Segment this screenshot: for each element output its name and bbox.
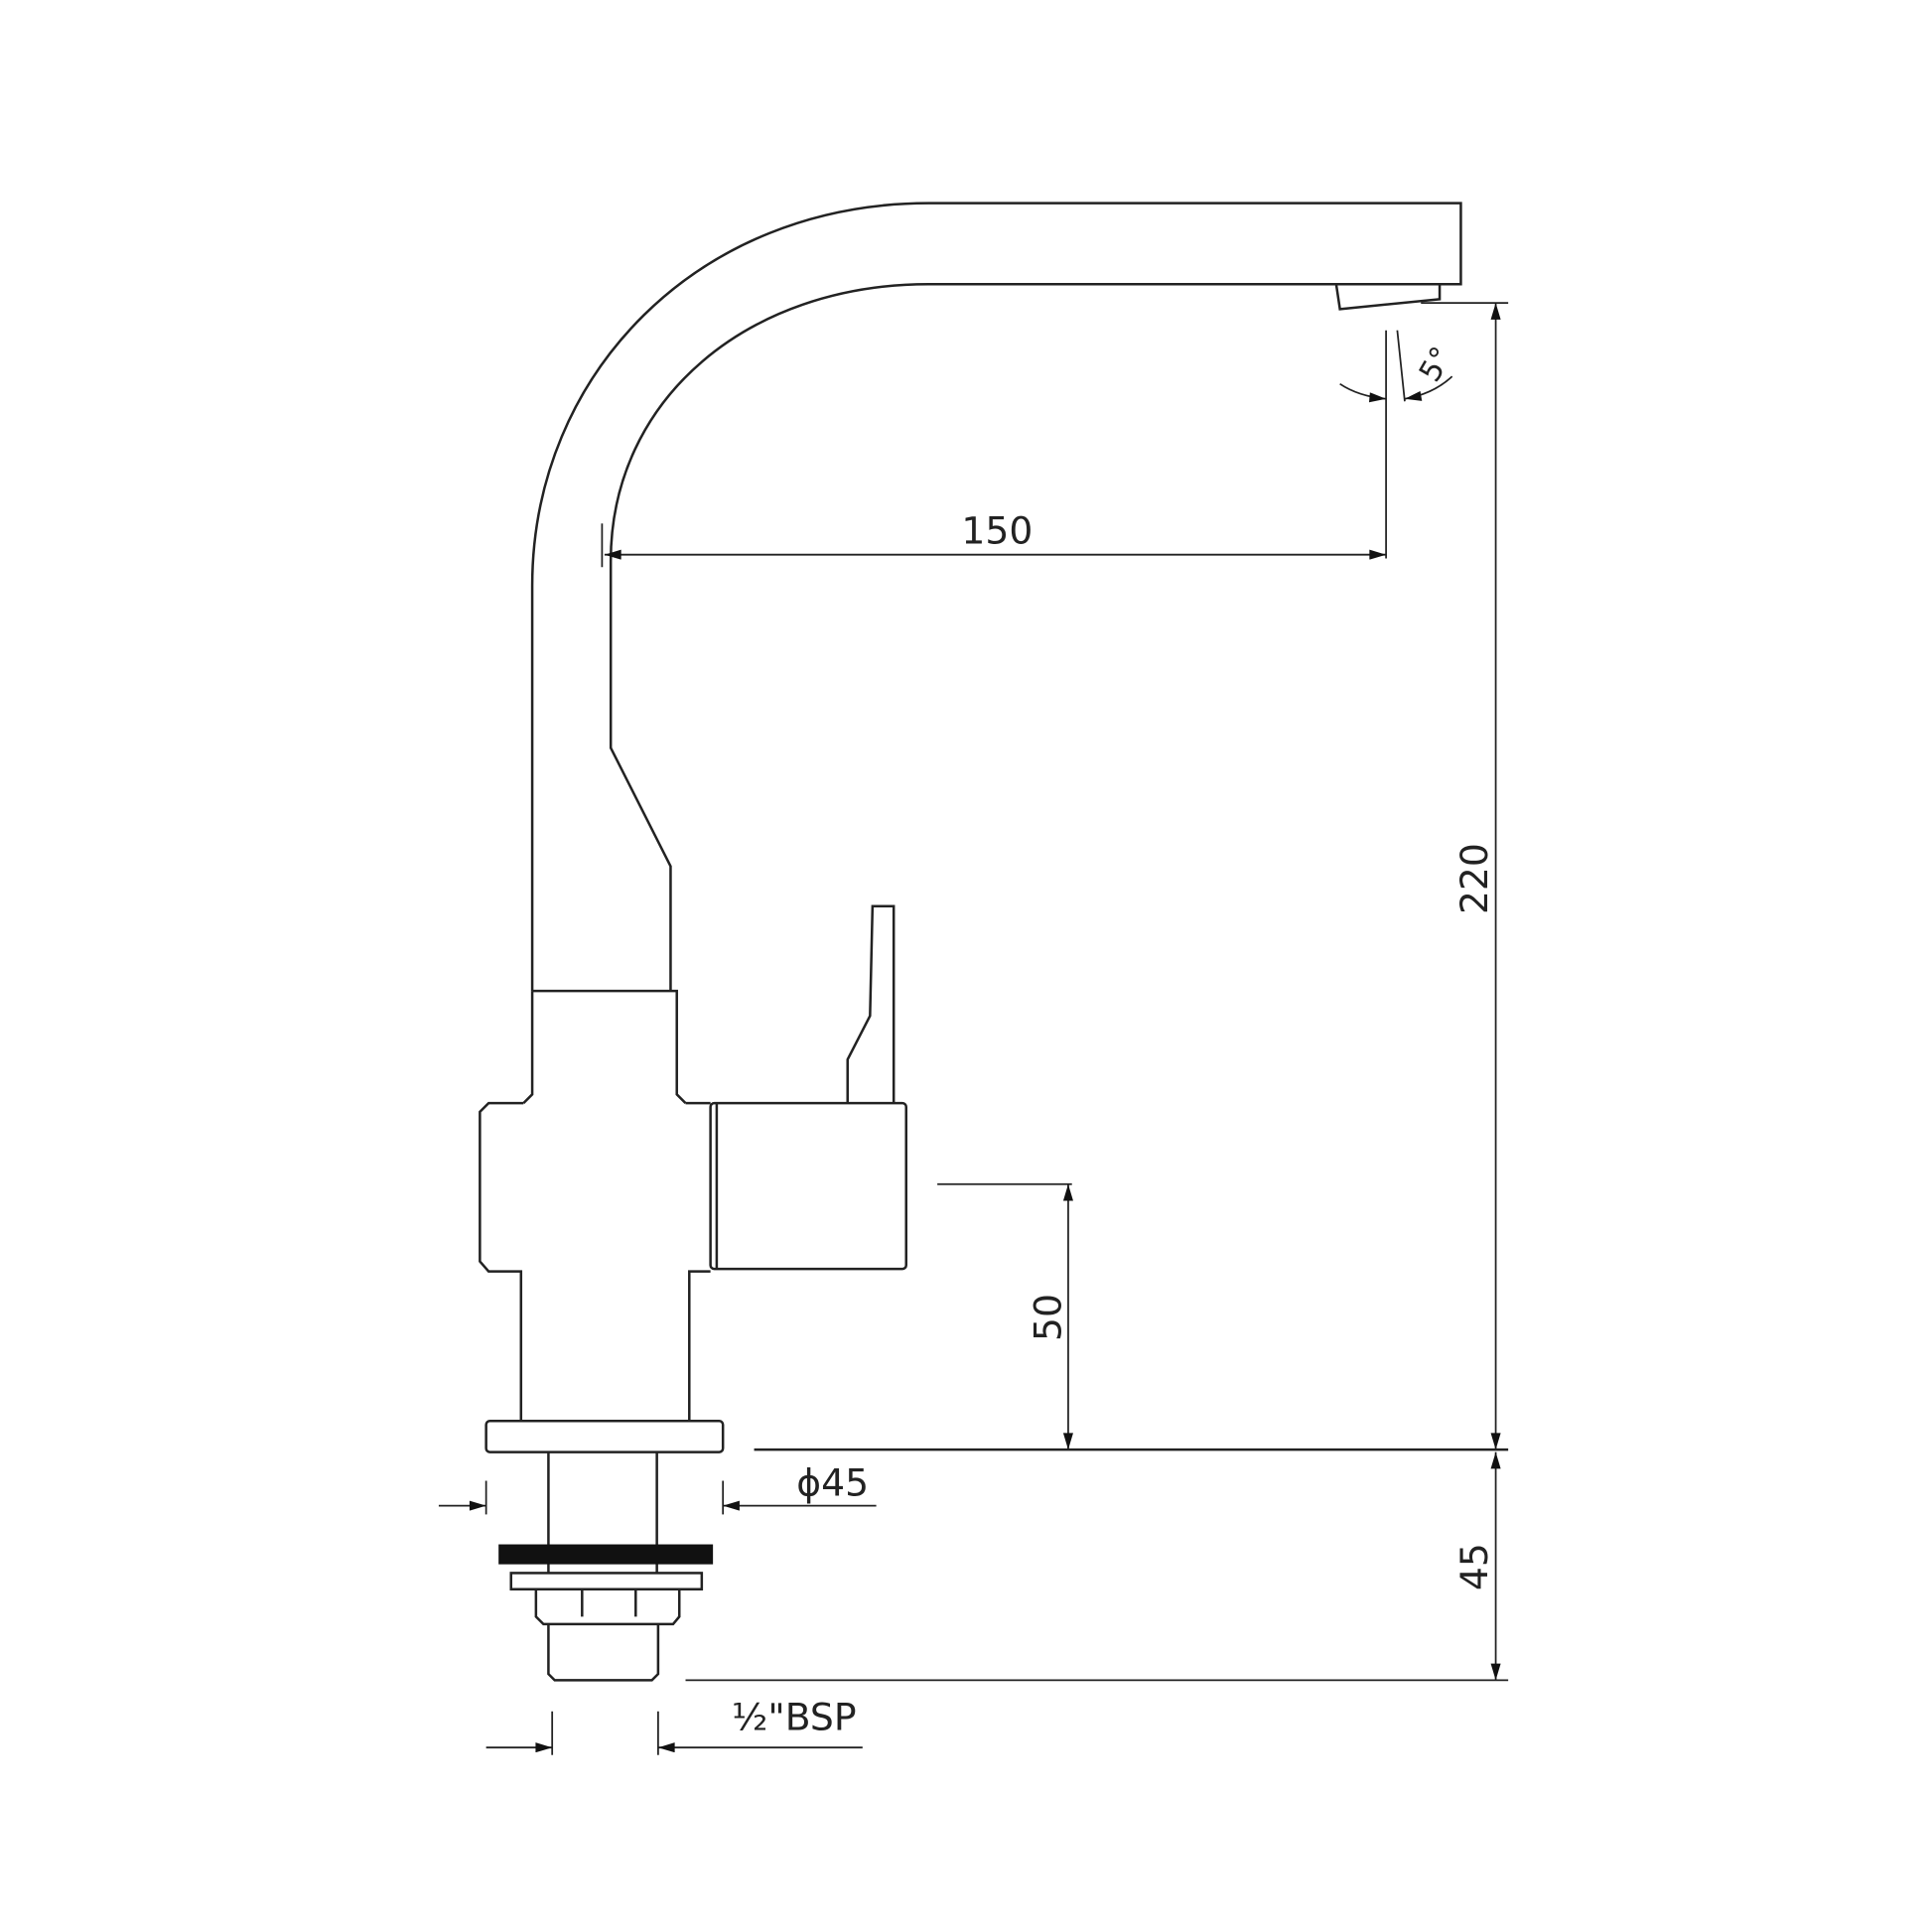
mixer-body [479, 1101, 711, 1422]
metal-washer [509, 1572, 704, 1590]
spout-angle-label: 5° [1413, 342, 1459, 388]
aerator [1334, 284, 1442, 311]
base-diameter-label: ϕ45 [796, 1461, 869, 1505]
dimension-lines [438, 302, 1509, 1755]
spout-reach-label: 150 [961, 508, 1033, 552]
total-height-label: 220 [1452, 843, 1496, 914]
lever [846, 904, 896, 1104]
dimension-labels: 150 5° 220 50 45 ϕ45 ½"BSP [732, 342, 1496, 1739]
angle-arc-left [1339, 382, 1387, 403]
rubber-washer [498, 1544, 714, 1565]
faucet-outline [479, 202, 1462, 1682]
angle-arc-right [1404, 375, 1453, 401]
base-flange [484, 1419, 725, 1453]
handle-cartridge [709, 1101, 907, 1271]
thread [547, 1623, 660, 1682]
upper-body [522, 989, 687, 1104]
thread-size-label: ½"BSP [732, 1696, 857, 1739]
spout [530, 202, 1462, 992]
nut [534, 1588, 681, 1626]
angle-reference-line [1396, 330, 1406, 402]
shank-length-label: 45 [1452, 1543, 1496, 1590]
handle-height-label: 50 [1026, 1294, 1069, 1341]
